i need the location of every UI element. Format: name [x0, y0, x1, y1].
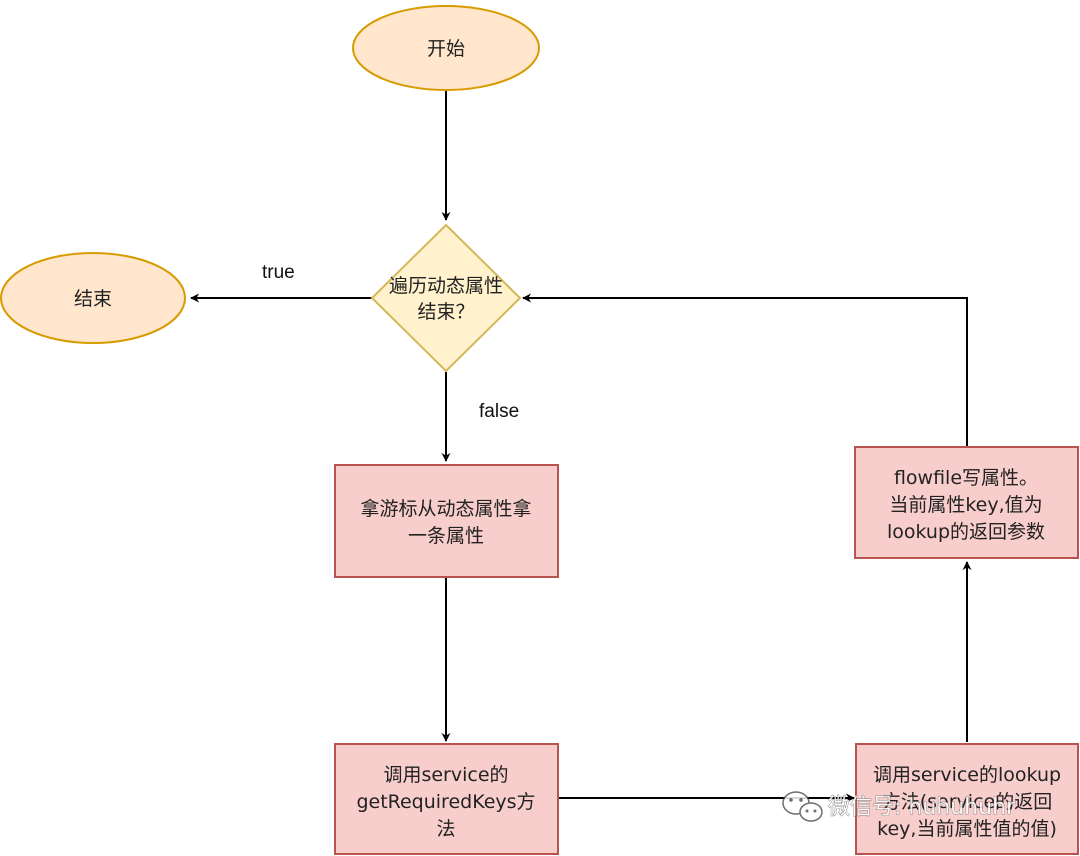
call-lookup-label-line3: key,当前属性值的值) — [877, 818, 1057, 840]
end-label: 结束 — [74, 288, 112, 310]
call-keys-label-line2: getRequiredKeys方 — [356, 791, 535, 813]
write-label-line1: flowfile写属性。 — [894, 467, 1038, 489]
edges — [190, 90, 972, 803]
fetch-label-line1: 拿游标从动态属性拿 — [360, 497, 531, 520]
fetch-label-line2: 一条属性 — [408, 525, 484, 547]
write-label-line2: 当前属性key,值为 — [889, 494, 1042, 516]
decision-node: 遍历动态属性 结束？ — [370, 223, 522, 373]
start-node: 开始 — [352, 5, 540, 91]
edge-label-true: true — [262, 262, 295, 283]
fetch-property-node: 拿游标从动态属性拿 一条属性 — [334, 464, 559, 578]
decision-label-line1: 遍历动态属性 — [389, 275, 503, 297]
call-lookup-node: 调用service的lookup 方法(service的返回 key,当前属性值… — [855, 743, 1079, 855]
wechat-icon — [782, 791, 823, 822]
start-label: 开始 — [427, 38, 465, 60]
end-node: 结束 — [0, 252, 186, 344]
call-keys-label-line1: 调用service的 — [383, 764, 508, 786]
edge-write-to-decision — [522, 293, 968, 446]
watermark-text: 微信号: huhuhuhr — [828, 795, 1016, 820]
decision-label-line2: 结束？ — [417, 301, 474, 323]
call-lookup-label-line2: 方法(service的返回 — [882, 791, 1052, 813]
watermark: 微信号: huhuhuhr — [782, 791, 1016, 822]
call-lookup-label-line1: 调用service的lookup — [873, 764, 1061, 786]
write-label-line3: lookup的返回参数 — [887, 521, 1045, 543]
call-required-keys-node: 调用service的 getRequiredKeys方 法 — [334, 743, 559, 855]
write-attribute-node: flowfile写属性。 当前属性key,值为 lookup的返回参数 — [854, 446, 1079, 559]
edge-label-false: false — [479, 401, 519, 422]
call-keys-label-line3: 法 — [436, 818, 455, 840]
